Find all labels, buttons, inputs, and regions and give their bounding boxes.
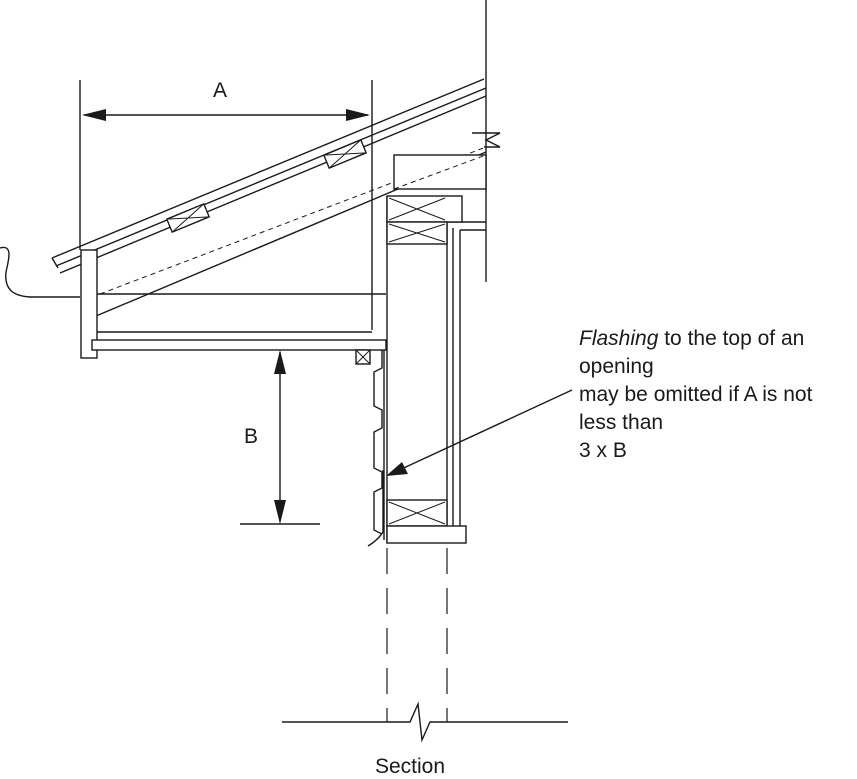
flashing-note-line3: may be omitted if A is not [579, 383, 813, 406]
weatherboard-cladding [373, 350, 383, 535]
soffit-lining [91, 339, 387, 351]
flashing-note-line1: Flashing to the top of an [579, 325, 857, 353]
dimension-b-label: B [244, 425, 258, 448]
top-plate-lower [386, 221, 448, 245]
flashing-note-line4: less than [579, 411, 664, 434]
dimension-a-label: A [213, 79, 227, 102]
flashing-note-line2: opening [579, 355, 654, 378]
head-flashing [367, 470, 384, 547]
flashing-note-line5: 3 x B [579, 439, 627, 462]
window-head-lining [386, 525, 467, 544]
flashing-term: Flashing [579, 327, 659, 350]
roof-batten-lower [165, 202, 211, 234]
roof-break-symbol [472, 132, 501, 148]
dimension-a [79, 80, 373, 330]
section-caption: Section [374, 755, 446, 778]
scriber-block [355, 349, 371, 365]
top-plate-upper [386, 195, 463, 223]
flashing-leader-arrowhead [386, 462, 408, 476]
floor-break-line [282, 701, 568, 743]
flashing-note-line1-rest: to the top of an [658, 327, 805, 350]
roof-batten-upper [322, 138, 368, 170]
fascia [80, 249, 98, 359]
dimension-b [240, 350, 320, 525]
flashing-leader-line [394, 389, 573, 473]
wall-frame [386, 196, 486, 543]
flashing-note: Flashing to the top of an opening may be… [579, 325, 857, 465]
window-head-trimmer [386, 499, 448, 527]
gutter [0, 246, 80, 298]
